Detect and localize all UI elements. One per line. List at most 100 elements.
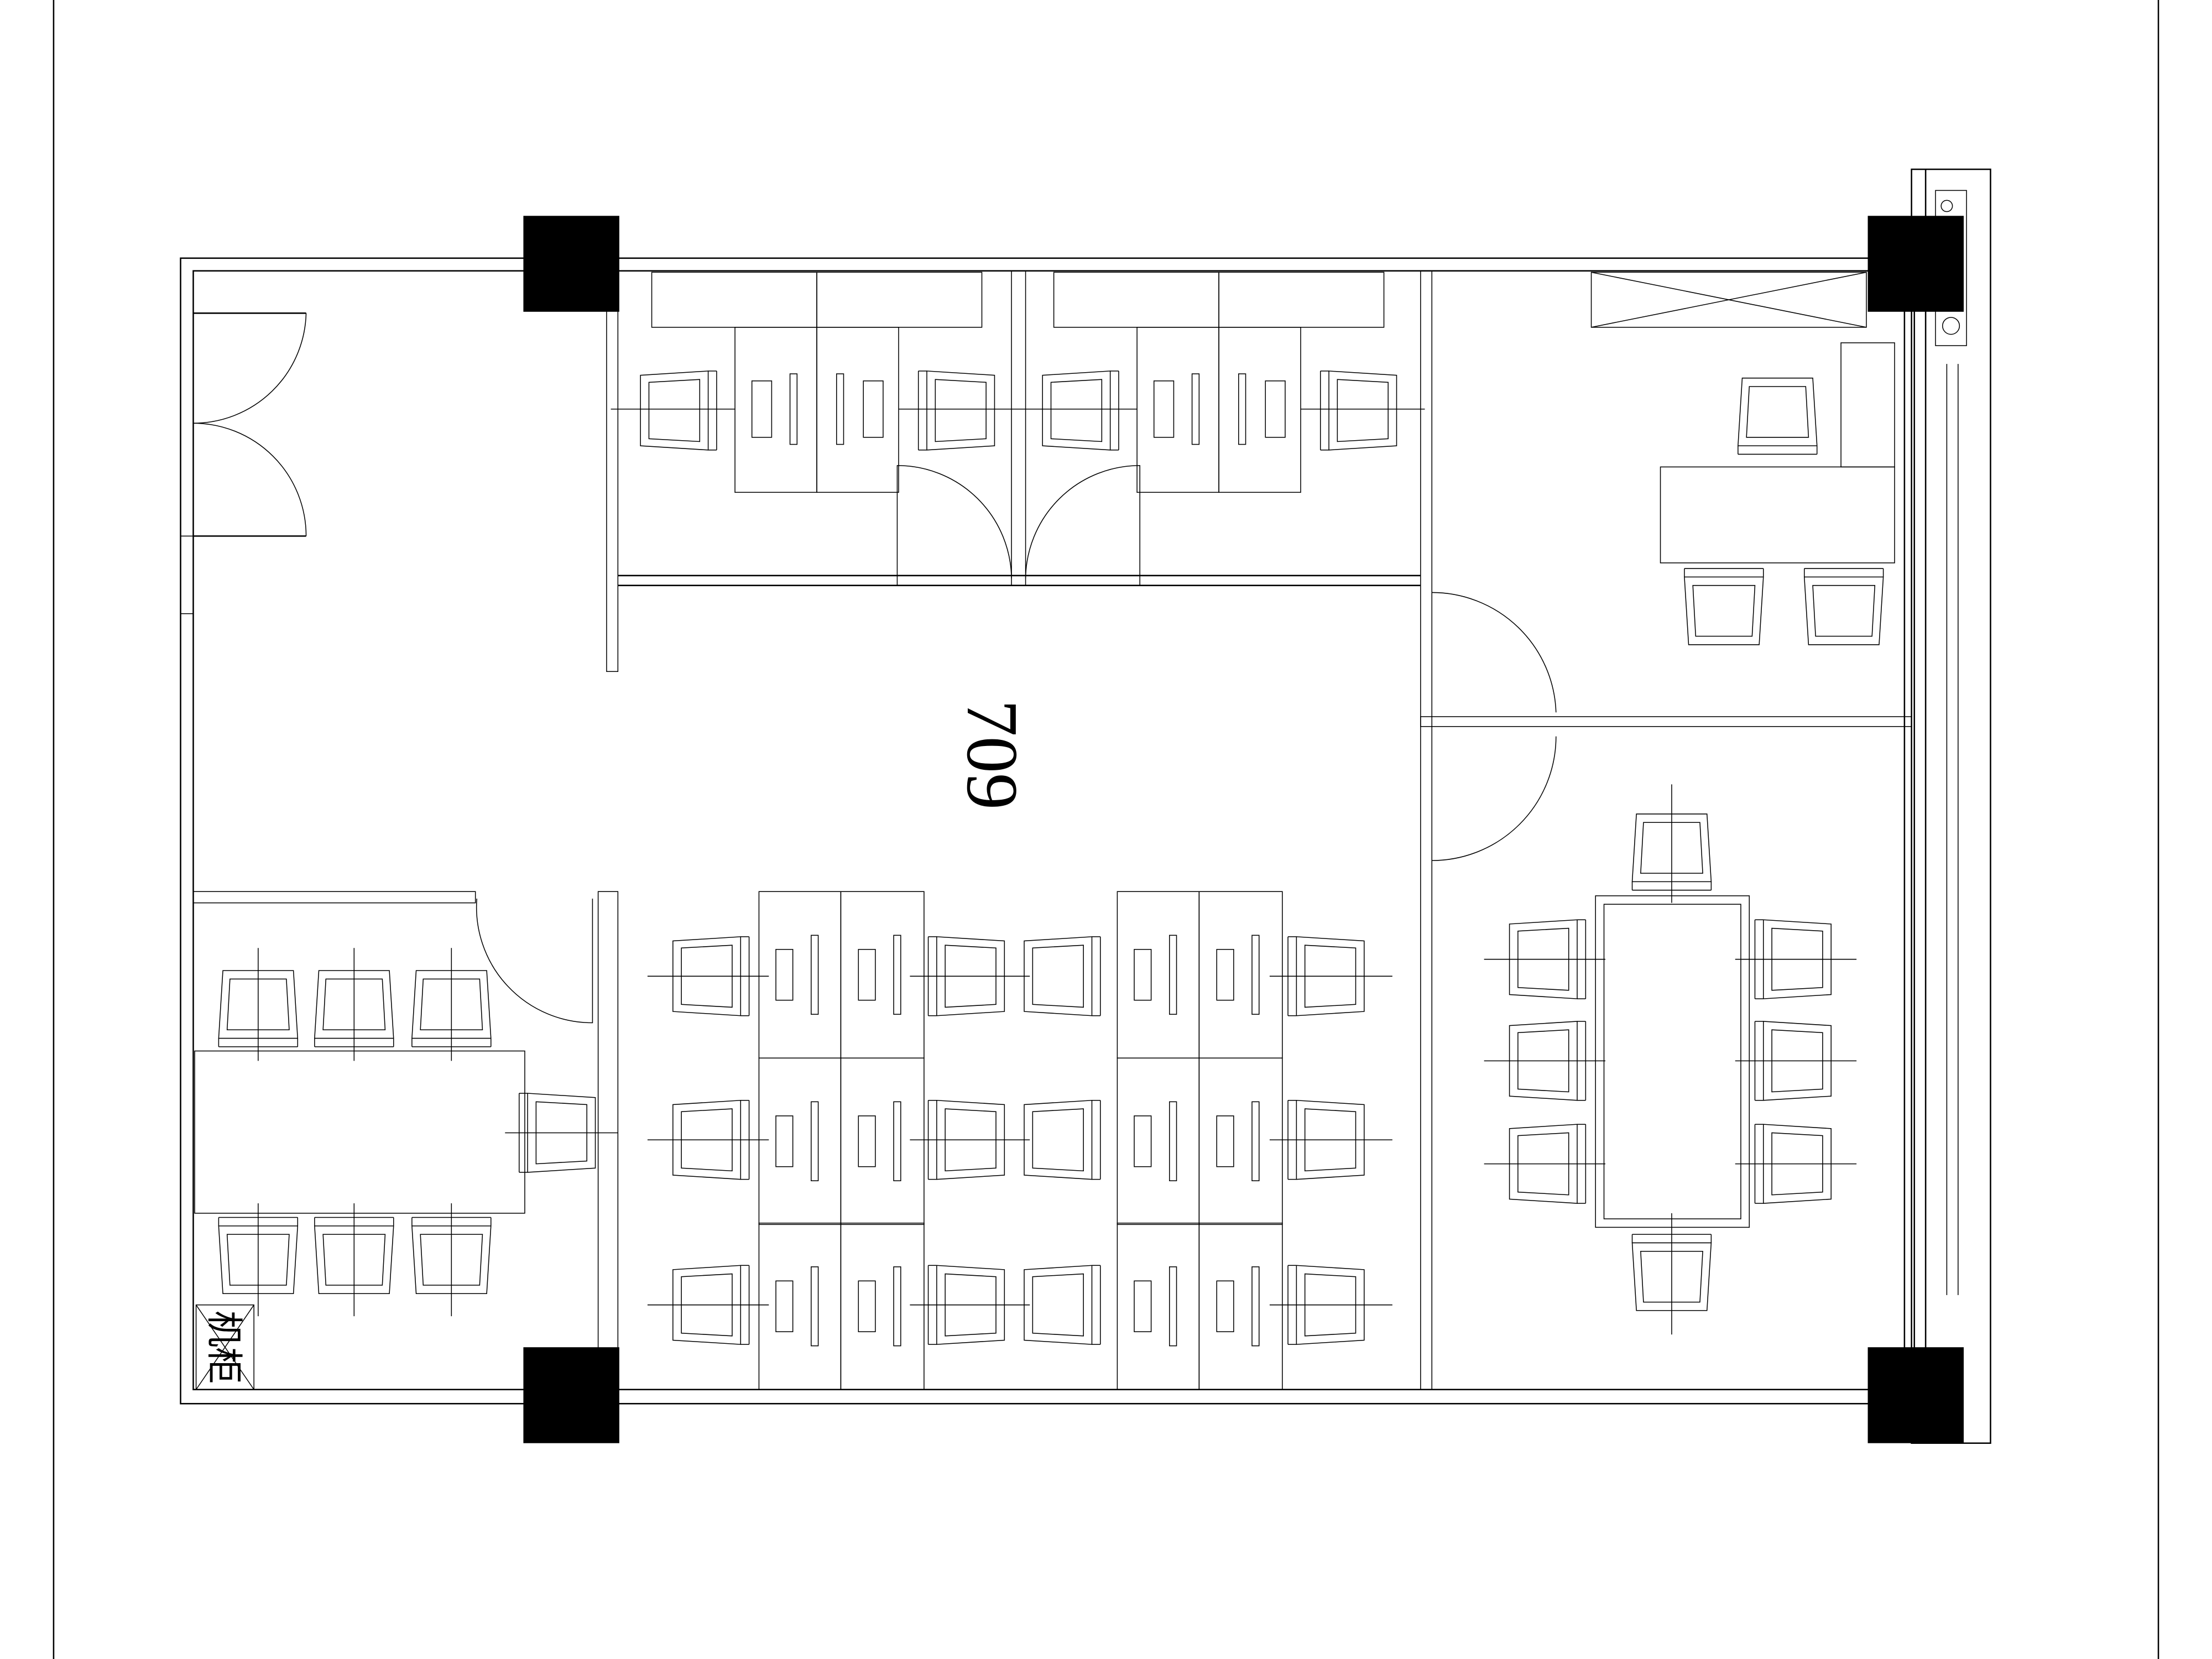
monitor (1134, 1115, 1152, 1167)
desk (1136, 327, 1219, 493)
desk (1198, 1057, 1283, 1225)
chair-seat (1024, 1099, 1093, 1180)
chair-seat (1763, 1021, 1832, 1101)
chair-seat (926, 371, 995, 451)
column (1867, 216, 1964, 312)
keyboard (1251, 935, 1260, 1015)
chair-seat (1631, 813, 1712, 883)
partition-wall (606, 270, 619, 672)
chair (1024, 936, 1101, 1016)
chair (927, 1099, 1005, 1180)
chair-cushion (681, 945, 733, 1008)
cabinet (1218, 272, 1385, 328)
chair-cushion (935, 379, 987, 442)
chair-cushion (1032, 1273, 1084, 1337)
column (1867, 1347, 1964, 1443)
desk (758, 1222, 842, 1390)
chair-seat (411, 970, 492, 1039)
desk (840, 891, 925, 1059)
chair-cushion (1517, 1029, 1569, 1093)
chair-seat (1328, 371, 1397, 451)
chair-seat (1509, 1021, 1578, 1101)
chair (640, 371, 717, 451)
chair-seat (1296, 936, 1365, 1016)
chair-seat (1738, 377, 1818, 446)
chair-cushion (945, 1273, 997, 1337)
desk (1117, 1057, 1200, 1225)
chair-seat (936, 1099, 1005, 1180)
desk (840, 1057, 925, 1225)
keyboard (1238, 373, 1246, 445)
chair-seat (672, 936, 742, 1016)
chair-cushion (1032, 945, 1084, 1008)
partition-wall (597, 891, 619, 1390)
chair-seat (672, 1099, 742, 1180)
partition-wall (1011, 270, 1026, 586)
chair (1024, 1265, 1101, 1345)
partition-wall (1420, 716, 1912, 727)
chair-seat (1509, 919, 1578, 999)
chair-cushion (648, 379, 701, 442)
keyboard (1251, 1266, 1260, 1347)
chair-seat (527, 1093, 596, 1173)
chair (1319, 371, 1397, 451)
keyboard (836, 373, 844, 445)
door-swing (1432, 736, 1557, 861)
desk (758, 891, 842, 1059)
chair-cushion (1517, 927, 1569, 991)
chair (1684, 568, 1764, 645)
chair-cushion (1771, 927, 1823, 991)
meeting-table (1595, 895, 1750, 1228)
chair-seat (1024, 936, 1093, 1016)
chair-seat (936, 936, 1005, 1016)
chair-seat (218, 970, 299, 1039)
monitor (775, 949, 794, 1001)
desk (1117, 1222, 1200, 1390)
desk (816, 327, 899, 493)
monitor (751, 380, 773, 438)
furniture (194, 272, 1895, 1390)
keyboard (1169, 1101, 1177, 1181)
sheet-border (53, 0, 2159, 1659)
keyboard (1169, 935, 1177, 1015)
chair-seat (1684, 576, 1764, 645)
monitor (1216, 1280, 1234, 1332)
chair-cushion (322, 978, 386, 1031)
x (1591, 272, 1867, 328)
chair-cushion (1050, 379, 1103, 442)
meeting-table-inner (1603, 904, 1741, 1219)
keyboard (789, 373, 798, 445)
cabinet-label: 机柜 (204, 1311, 244, 1384)
desk (1117, 891, 1200, 1059)
keyboard (811, 1101, 819, 1181)
monitor (1265, 380, 1286, 438)
chair-seat (1042, 371, 1111, 451)
cabinet (816, 272, 983, 328)
desk (758, 1057, 842, 1225)
chair-seat (1509, 1124, 1578, 1204)
pipe-icon (1940, 200, 1953, 212)
monitor (1153, 380, 1175, 438)
chair-seat (314, 970, 394, 1039)
meeting-table (194, 1050, 525, 1214)
monitor (1216, 1115, 1234, 1167)
keyboard (811, 935, 819, 1015)
columns (523, 216, 1964, 1443)
chair-seat (640, 371, 709, 451)
chair-cushion (1640, 1250, 1703, 1303)
cabinet (1053, 272, 1219, 328)
desk (1198, 1222, 1283, 1390)
pipe-icon (1942, 317, 1960, 335)
chair-cushion (1304, 945, 1357, 1008)
keyboard (1251, 1101, 1260, 1181)
room-number-label: 709 (952, 700, 1033, 810)
chair-seat (218, 1225, 299, 1295)
chair-seat (672, 1265, 742, 1345)
door-swing (476, 898, 593, 1024)
keyboard (811, 1266, 819, 1347)
chair-seat (1803, 576, 1884, 645)
chair-seat (1024, 1265, 1093, 1345)
keyboard (1169, 1266, 1177, 1347)
chair-seat (1631, 1242, 1712, 1311)
outer-wall (180, 257, 1916, 1405)
